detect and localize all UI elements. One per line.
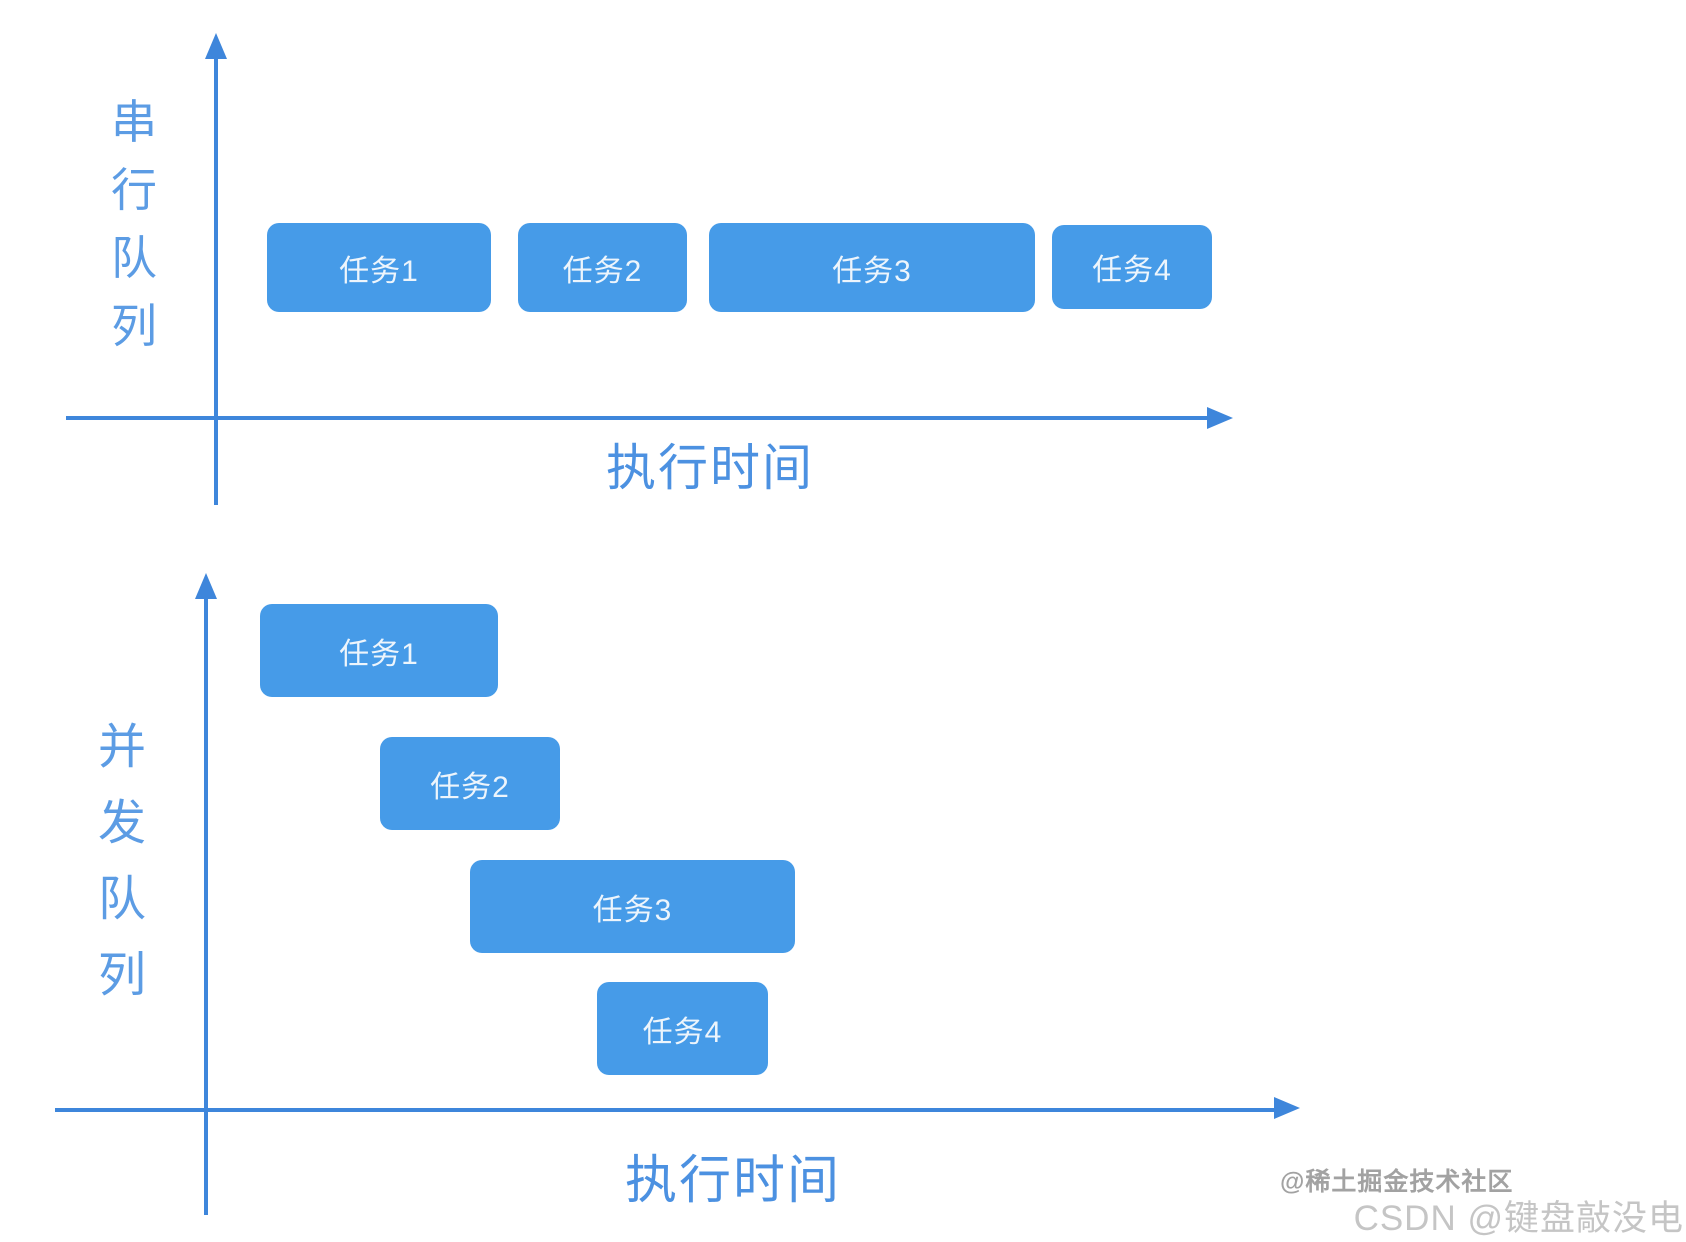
concurrent-y-axis-arrow-icon <box>195 573 217 599</box>
serial-y-axis-line <box>214 55 218 505</box>
queue-label-char: 串 <box>111 96 157 148</box>
concurrent-x-axis-label: 执行时间 <box>624 1152 842 1210</box>
task-box: 任务1 <box>267 223 491 312</box>
task-box: 任务4 <box>597 982 768 1075</box>
queue-label-char: 列 <box>97 949 146 1002</box>
serial-x-axis-arrow-icon <box>1207 407 1233 429</box>
queue-label-char: 行 <box>111 164 157 216</box>
serial-queue-label: 串行队列 <box>74 88 194 360</box>
task-box: 任务2 <box>518 223 687 312</box>
task-box: 任务4 <box>1052 225 1212 309</box>
queue-label-char: 并 <box>97 721 146 774</box>
queue-label-char: 队 <box>97 873 146 926</box>
task-box: 任务3 <box>470 860 795 953</box>
task-box: 任务2 <box>380 737 560 830</box>
serial-y-axis-arrow-icon <box>205 33 227 59</box>
queue-label-char: 队 <box>111 232 157 284</box>
watermark-csdn: CSDN @键盘敲没电 <box>1353 1199 1684 1238</box>
concurrent-x-axis-line <box>55 1108 1276 1112</box>
concurrent-queue-label: 并发队列 <box>62 710 182 1014</box>
concurrent-y-axis-line <box>204 595 208 1215</box>
queue-label-char: 发 <box>97 797 146 850</box>
concurrent-x-axis-arrow-icon <box>1274 1097 1300 1119</box>
queue-label-char: 列 <box>111 300 157 352</box>
serial-x-axis-label: 执行时间 <box>606 440 814 496</box>
serial-x-axis-line <box>66 416 1209 420</box>
task-box: 任务1 <box>260 604 498 697</box>
watermark-juejin: @稀土掘金技术社区 <box>1280 1168 1514 1196</box>
task-box: 任务3 <box>709 223 1035 312</box>
